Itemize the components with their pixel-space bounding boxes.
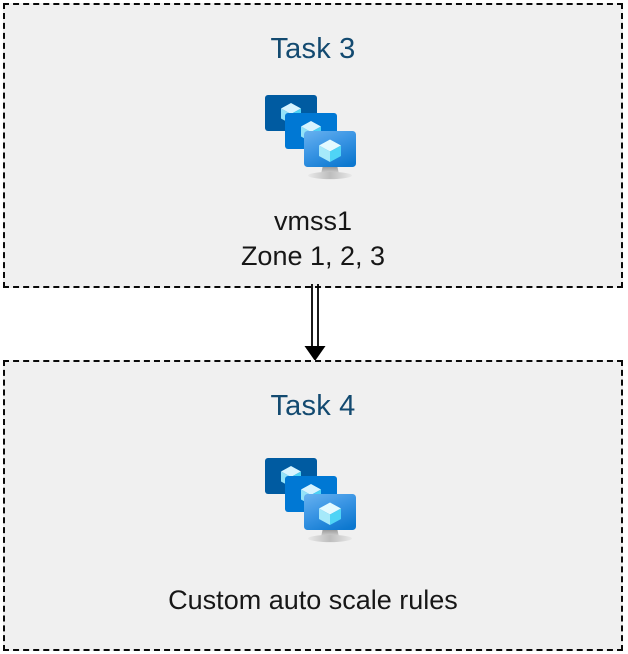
task-3-caption-line-2: Zone 1, 2, 3 [240, 240, 386, 271]
task-4-caption: Custom auto scale rules [168, 583, 458, 618]
task-3-group-box[interactable]: Task 3 [3, 3, 623, 288]
task-4-title: Task 4 [270, 390, 356, 422]
azure-vm-scale-set-icon [257, 449, 369, 549]
task-3-title: Task 3 [270, 33, 356, 65]
task-4-caption-line-1: Custom auto scale rules [168, 585, 458, 615]
connector-task3-to-task4 [296, 284, 334, 362]
task-3-caption: vmss1 Zone 1, 2, 3 [241, 204, 385, 273]
azure-vm-scale-set-icon [257, 86, 369, 186]
task-4-group-box[interactable]: Task 4 [3, 360, 623, 651]
task-3-caption-line-1: vmss1 [273, 206, 352, 236]
